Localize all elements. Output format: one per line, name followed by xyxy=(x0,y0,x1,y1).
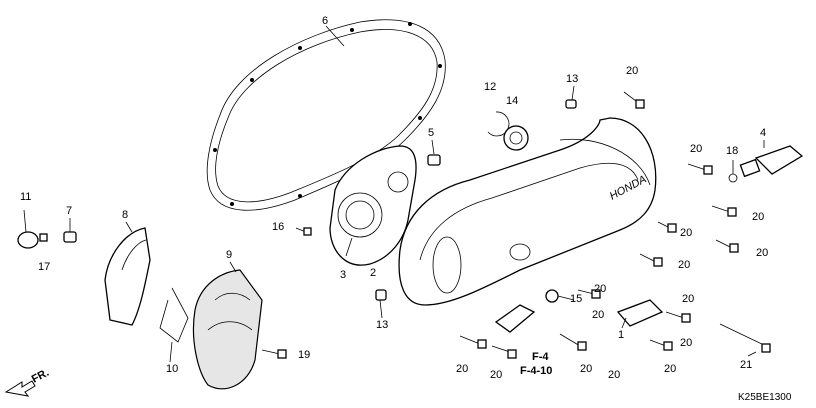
diagram-code: K25BE1300 xyxy=(738,392,792,403)
callout-1: 1 xyxy=(618,329,624,341)
callout-8: 8 xyxy=(122,209,128,221)
callout-9: 9 xyxy=(226,249,232,261)
callout-20-j: 20 xyxy=(456,363,468,375)
reference-f4: F-4 xyxy=(532,351,549,363)
callout-14: 14 xyxy=(506,95,518,107)
callout-5: 5 xyxy=(428,127,434,139)
dowel-pin-13b xyxy=(375,289,387,301)
callout-4: 4 xyxy=(760,127,766,139)
callout-20-e: 20 xyxy=(678,259,690,271)
callout-18: 18 xyxy=(726,145,738,157)
callout-16: 16 xyxy=(272,221,284,233)
callout-17: 17 xyxy=(38,261,50,273)
callout-7: 7 xyxy=(66,205,72,217)
callout-15: 15 xyxy=(570,293,582,305)
callout-20-c: 20 xyxy=(680,227,692,239)
inner-plate xyxy=(329,145,417,266)
callout-19: 19 xyxy=(298,349,310,361)
dowel-pin-13a xyxy=(565,99,577,109)
callout-10: 10 xyxy=(166,363,178,375)
spring-wire xyxy=(159,287,189,343)
callout-20-n: 20 xyxy=(664,363,676,375)
callout-12: 12 xyxy=(484,81,496,93)
callout-20-d: 20 xyxy=(756,247,768,259)
callout-20-f: 20 xyxy=(594,283,606,295)
callout-20-m: 20 xyxy=(608,369,620,381)
callout-20-l: 20 xyxy=(580,363,592,375)
o-ring xyxy=(17,231,39,249)
side-cover xyxy=(192,269,263,390)
belt-guide xyxy=(104,227,151,326)
callout-labels: 6 12 14 13 20 5 4 20 18 20 20 20 20 16 3… xyxy=(20,15,768,381)
front-arrow: FR. xyxy=(4,367,51,397)
callout-20-top: 20 xyxy=(626,65,638,77)
front-label: FR. xyxy=(30,367,51,386)
callout-20-a: 20 xyxy=(690,143,702,155)
callout-20-h: 20 xyxy=(682,293,694,305)
callout-13-top: 13 xyxy=(566,73,578,85)
reference-f4-10: F-4-10 xyxy=(520,365,552,377)
bracket xyxy=(494,299,664,333)
callout-20-g: 20 xyxy=(592,309,604,321)
callout-13-bottom: 13 xyxy=(376,319,388,331)
callout-20-i: 20 xyxy=(680,337,692,349)
callout-21: 21 xyxy=(740,359,752,371)
callout-3: 3 xyxy=(340,269,346,281)
left-crankcase-cover: HONDA xyxy=(398,117,657,306)
callout-6: 6 xyxy=(322,15,328,27)
nut-7 xyxy=(63,231,77,243)
leader-lines xyxy=(23,25,765,363)
bolts xyxy=(39,91,771,359)
callout-20-k: 20 xyxy=(490,369,502,381)
air-duct xyxy=(739,145,804,178)
collar-5 xyxy=(427,154,441,166)
callout-20-b: 20 xyxy=(752,211,764,223)
callout-11: 11 xyxy=(20,191,31,203)
bearing xyxy=(503,125,529,151)
clip xyxy=(728,173,738,183)
callout-2: 2 xyxy=(370,267,376,279)
collar-15 xyxy=(545,289,559,303)
